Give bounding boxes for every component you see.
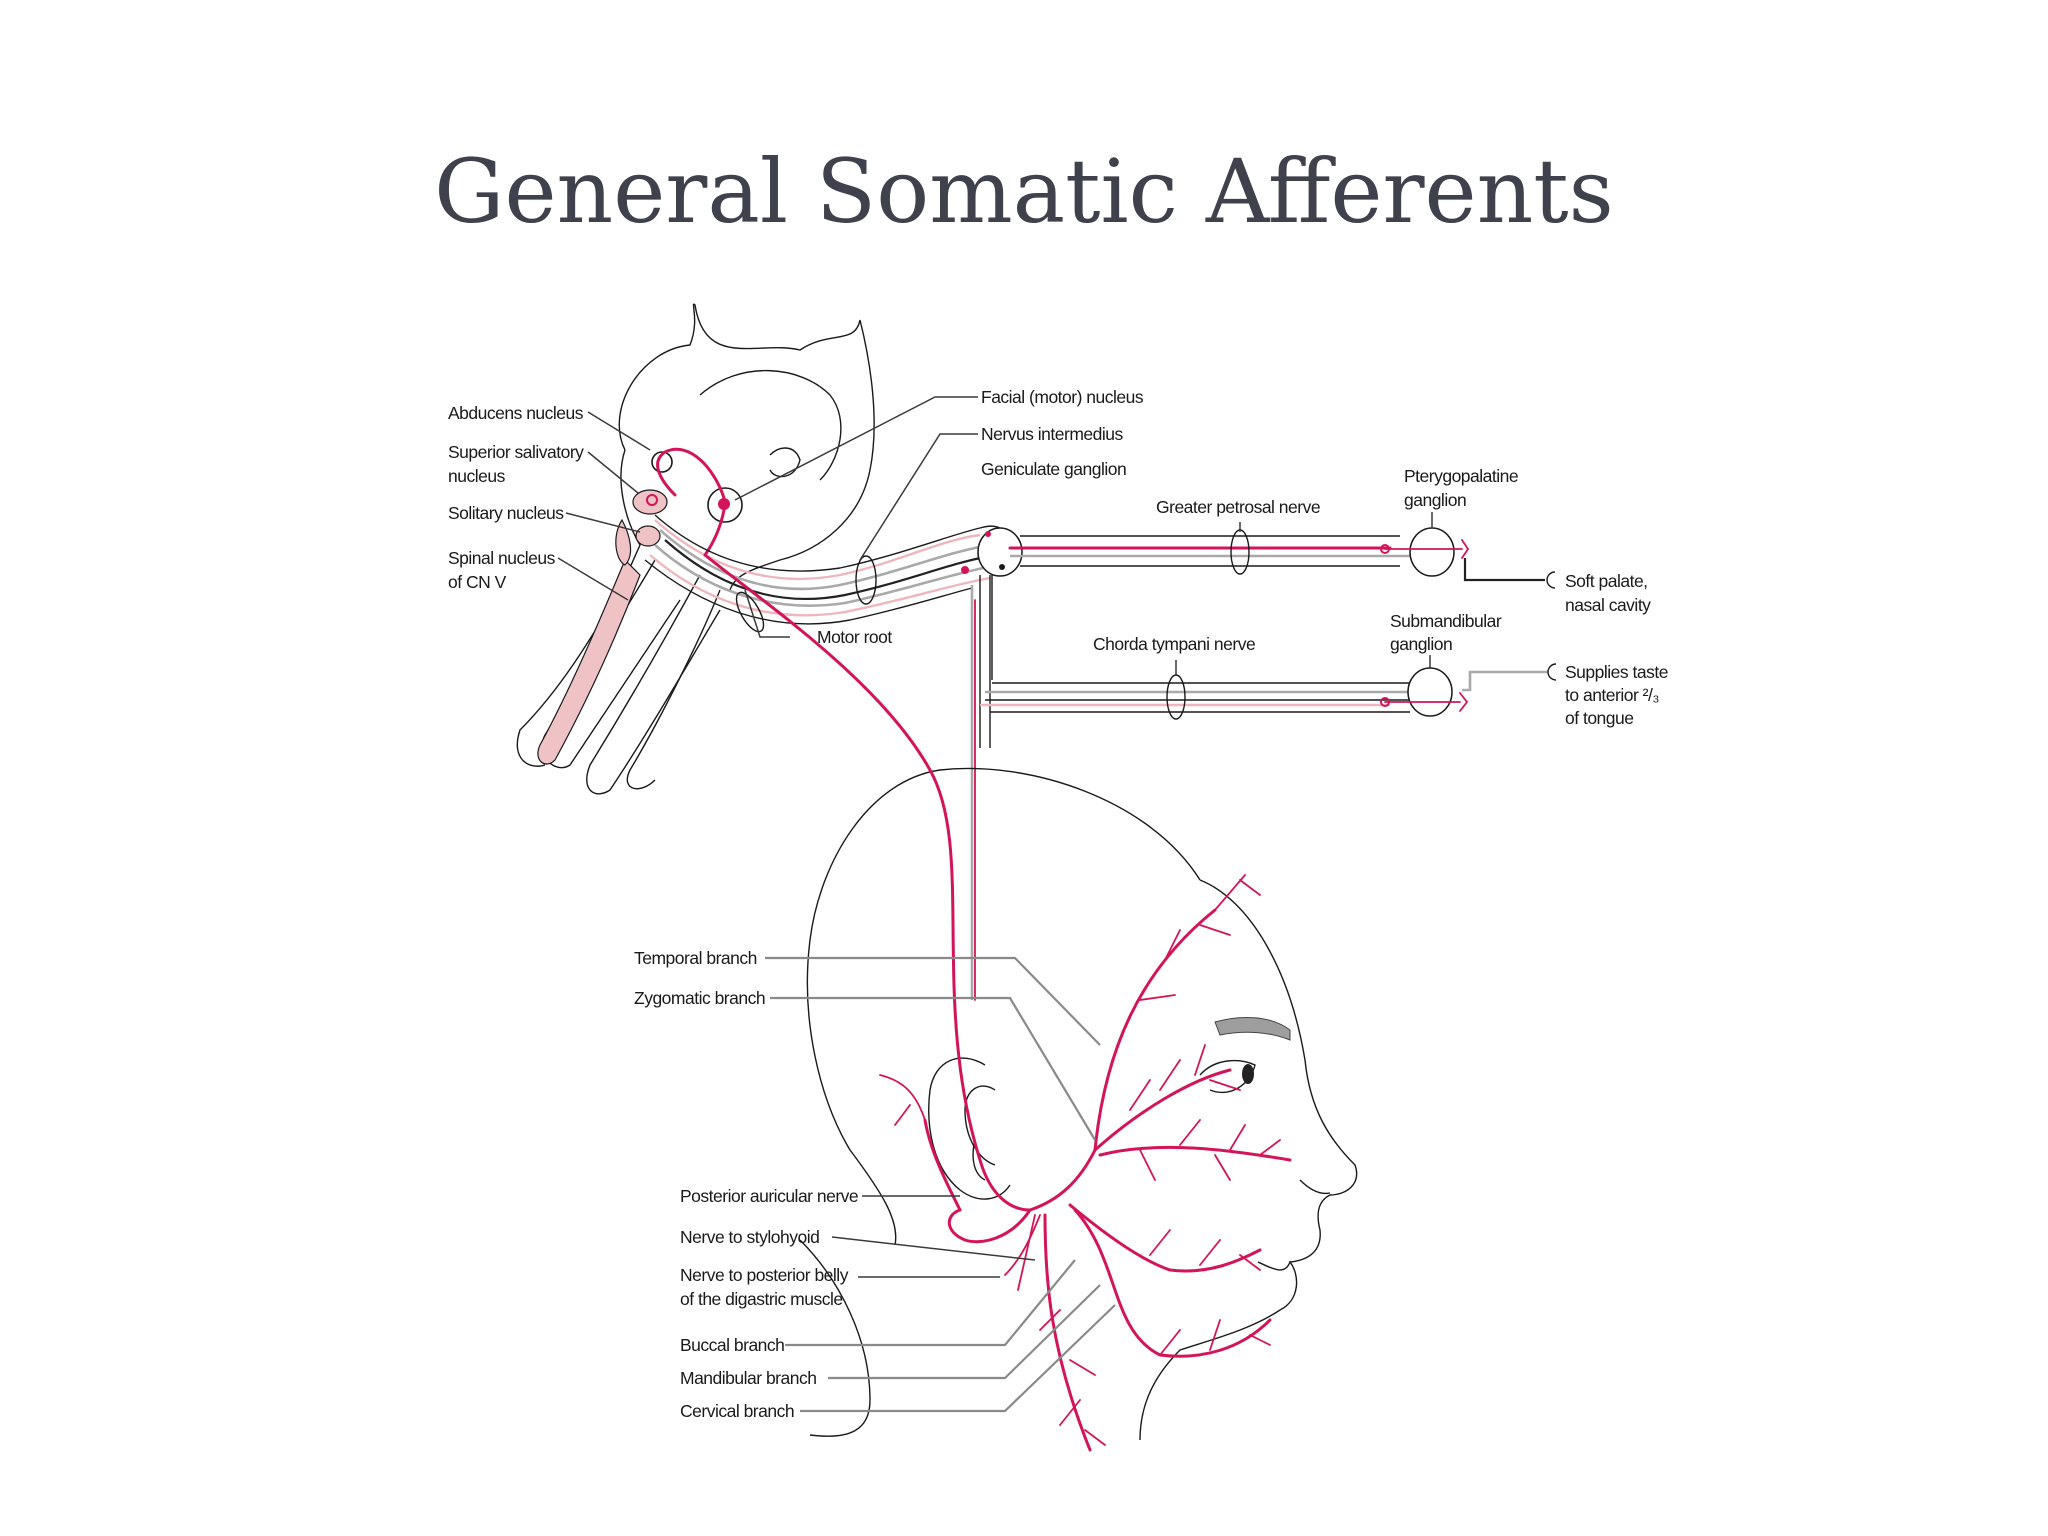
label-facial-motor-nucleus: Facial (motor) nucleus	[981, 387, 1144, 407]
slide-title: General Somatic Afferents	[434, 140, 1614, 243]
brainstem	[516, 303, 875, 795]
label-nervus-intermedius: Nervus intermedius	[981, 424, 1123, 444]
label-abducens-nucleus: Abducens nucleus	[448, 403, 584, 423]
head	[799, 767, 1358, 1441]
label-spinal-nucleus-2: of CN V	[448, 572, 507, 592]
label-pterygopalatine-2: ganglion	[1404, 490, 1466, 510]
label-mandibular-branch: Mandibular branch	[680, 1368, 816, 1388]
label-temporal-branch: Temporal branch	[634, 948, 757, 968]
label-digastric-2: of the digastric muscle	[680, 1289, 843, 1309]
label-soft-palate-1: Soft palate,	[1565, 571, 1648, 591]
label-taste-1: Supplies taste	[1565, 662, 1668, 682]
label-superior-salivatory-1: Superior salivatory	[448, 442, 584, 462]
label-chorda-tympani: Chorda tympani nerve	[1093, 634, 1255, 654]
label-cervical-branch: Cervical branch	[680, 1401, 794, 1421]
label-taste-3: of tongue	[1565, 708, 1633, 728]
label-submandibular-1: Submandibular	[1390, 611, 1502, 631]
label-solitary-nucleus: Solitary nucleus	[448, 503, 564, 523]
label-buccal-branch: Buccal branch	[680, 1335, 784, 1355]
label-taste-2: to anterior ²/₃	[1565, 685, 1659, 705]
label-soft-palate-2: nasal cavity	[1565, 595, 1651, 615]
label-zygomatic-branch: Zygomatic branch	[634, 988, 765, 1008]
label-posterior-auricular: Posterior auricular nerve	[680, 1186, 858, 1206]
label-stylohyoid: Nerve to stylohyoid	[680, 1227, 819, 1247]
label-submandibular-2: ganglion	[1390, 634, 1452, 654]
label-superior-salivatory-2: nucleus	[448, 466, 506, 486]
leader-lines	[557, 396, 1116, 1413]
label-pterygopalatine-1: Pterygopalatine	[1404, 466, 1518, 486]
label-digastric-1: Nerve to posterior belly	[680, 1265, 849, 1285]
label-geniculate-ganglion: Geniculate ganglion	[981, 459, 1126, 479]
label-greater-petrosal-nerve: Greater petrosal nerve	[1156, 497, 1320, 517]
labels: Abducens nucleus Superior salivatory nuc…	[448, 387, 1668, 1421]
label-motor-root: Motor root	[817, 627, 892, 647]
facial-branches	[703, 553, 1292, 1452]
nerve-bundle	[644, 512, 1557, 1001]
label-spinal-nucleus-1: Spinal nucleus	[448, 548, 556, 568]
